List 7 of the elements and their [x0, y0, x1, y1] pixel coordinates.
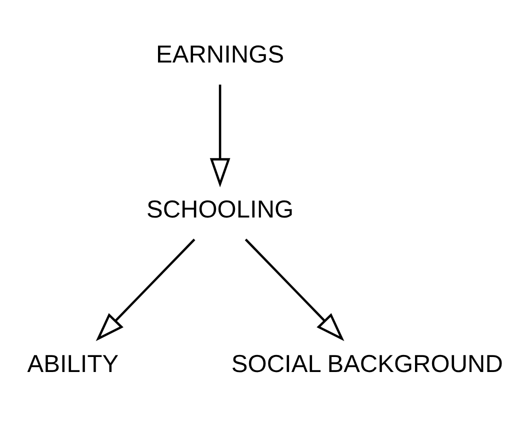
arrow: [210, 84, 230, 188]
arrow: [96, 238, 196, 342]
node-text: ABILITY: [27, 351, 119, 378]
node-text: SOCIAL BACKGROUND: [231, 351, 503, 378]
arrow: [244, 238, 344, 342]
node-text: EARNINGS: [156, 42, 284, 69]
node-text: SCHOOLING: [146, 196, 294, 224]
